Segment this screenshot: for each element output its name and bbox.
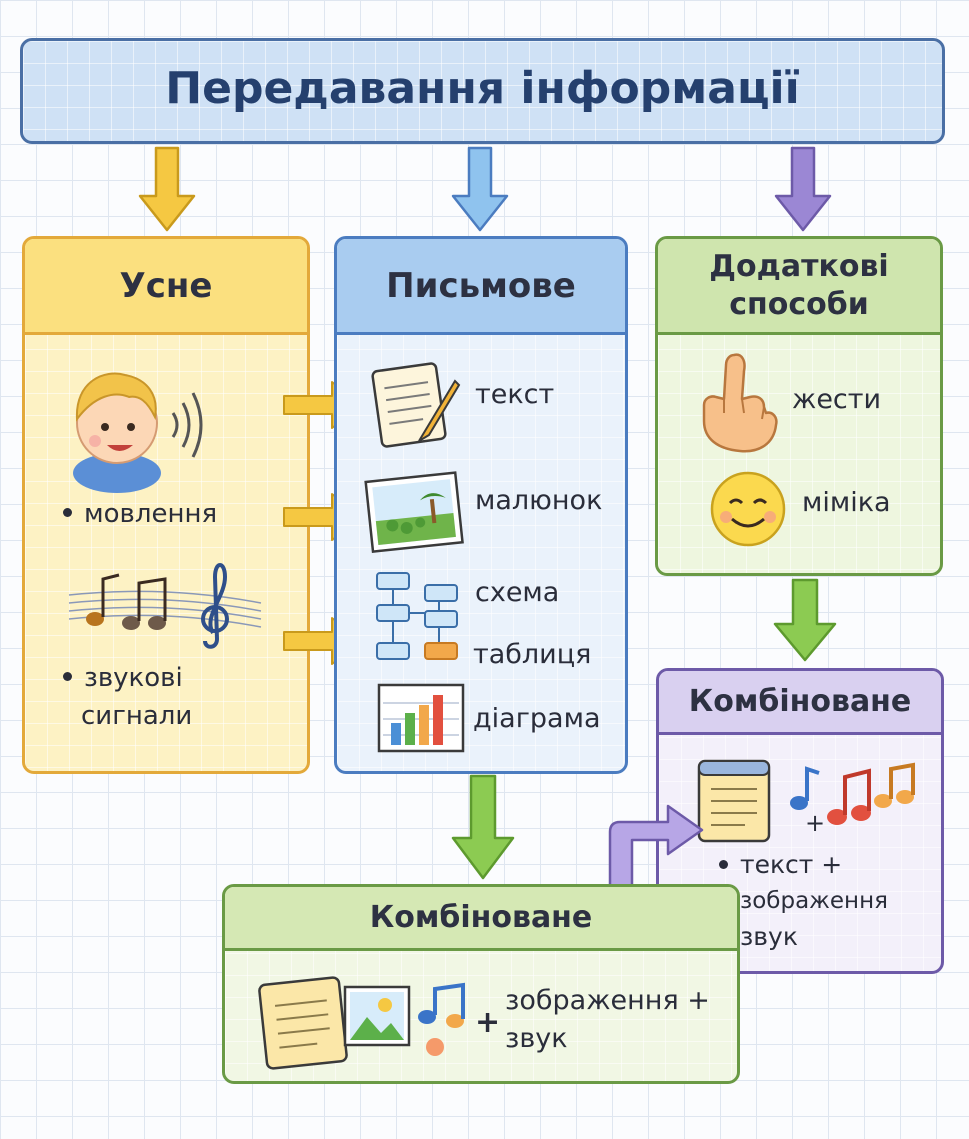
arrow-down-blue [451, 146, 509, 232]
combined-right-item-text: текст + [719, 847, 842, 883]
arrow-down-green-bottom [451, 774, 515, 880]
combined-right-header: Комбіноване [659, 671, 941, 735]
written-item-text: текст [475, 379, 555, 410]
combined-bottom-caption-line2: звук [505, 1023, 568, 1054]
smiley-face-icon [710, 471, 786, 547]
picture-icon [364, 471, 464, 553]
hand-gesture-icon [702, 353, 778, 453]
picture-icon [343, 985, 411, 1047]
flowchart-icon [376, 572, 458, 660]
music-note-icon [790, 762, 915, 825]
boy-speaking-icon [73, 372, 203, 493]
written-item-scheme: схема [475, 577, 560, 608]
document-icon [697, 759, 771, 843]
arrow-down-purple [774, 146, 832, 232]
written-box: Письмове текст малюнок [334, 236, 628, 774]
extra-item-gestures: жести [792, 384, 882, 415]
combined-right-plus: + [805, 809, 826, 837]
oral-item-speech: мовлення [63, 495, 217, 533]
combined-bottom-box: Комбіноване + зображення + звук [222, 884, 740, 1084]
document-icon [258, 976, 348, 1070]
oral-box: Усне мовлення звукові сигнали [22, 236, 310, 774]
written-item-chart: діаграма [473, 703, 601, 734]
combined-bottom-plus: + [475, 1005, 501, 1040]
oral-item-signals: звукові сигнали [63, 659, 192, 735]
bar-chart-icon [377, 683, 465, 753]
combined-bottom-caption-line1: зображення + [505, 985, 710, 1016]
music-note-icon [418, 982, 465, 1056]
page-title: Передавання інформації [165, 63, 800, 114]
extra-header: Додаткові способи [658, 239, 940, 335]
combined-right-item-image: зображення [719, 883, 888, 919]
arrow-down-green-right [773, 578, 837, 662]
oral-header: Усне [25, 239, 307, 335]
combined-bottom-header: Комбіноване [225, 887, 737, 951]
music-notes-icon [68, 563, 262, 649]
extra-box: Додаткові способи жести міміка [655, 236, 943, 576]
arrow-elbow-purple [608, 804, 704, 888]
written-item-picture: малюнок [475, 485, 603, 516]
notepad-pencil-icon [371, 362, 461, 448]
written-header: Письмове [337, 239, 625, 335]
arrow-down-yellow [138, 146, 196, 232]
written-item-table: таблиця [473, 639, 592, 670]
extra-item-mimics: міміка [802, 487, 891, 518]
title-banner: Передавання інформації [20, 38, 945, 144]
